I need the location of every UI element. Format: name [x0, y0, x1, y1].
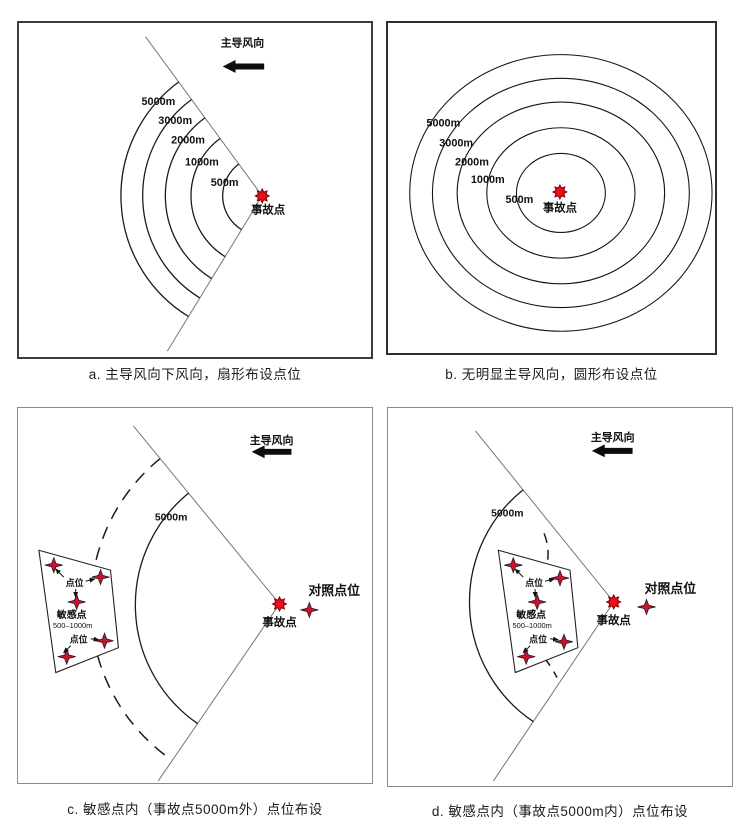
wind-direction-label: 主导风向: [221, 36, 265, 50]
arrow-to-upper-right-star: [85, 577, 96, 583]
point-label-upper: 点位: [525, 577, 543, 588]
caption-panel-b: b. 无明显主导风向，圆形布设点位: [445, 367, 658, 382]
sector-edge-lower: [157, 603, 280, 782]
dashed-segment-upper: [543, 533, 549, 566]
wind-arrow-icon: [251, 445, 292, 459]
control-point-star: [637, 599, 656, 615]
control-point-star: [300, 602, 319, 618]
wind-direction-label: 主导风向: [250, 433, 294, 447]
arc-1000m: [190, 137, 226, 258]
ring-label-500m: 500m: [211, 177, 239, 189]
accident-point-marker: [254, 188, 270, 204]
circle-5000m: [409, 54, 713, 332]
caption-panel-a: a. 主导风向下风向，扇形布设点位: [88, 367, 302, 382]
arc-2000m: [164, 117, 213, 280]
ring-label-500m: 500m: [506, 194, 534, 206]
accident-point-marker: [272, 596, 287, 612]
arc-5000m: [468, 489, 534, 723]
sector-edge-upper: [145, 36, 263, 197]
accident-point-marker: [606, 594, 622, 610]
accident-point-label: 事故点: [543, 201, 578, 215]
accident-point-marker: [552, 184, 568, 200]
panel-c-sensitive-outside-5000m: 5000m 点位 敏感点 500–1000m 点位 主导风向 事故点 对照点位: [17, 407, 373, 784]
caption-panel-d: d. 敏感点内（事故点5000m内）点位布设: [431, 804, 689, 819]
caption-panel-c: c. 敏感点内（事故点5000m外）点位布设: [67, 802, 323, 817]
circle-500m: [515, 152, 606, 233]
arrow-to-upper-left-star: [55, 568, 65, 578]
panel-b-circular-layout: 5000m 3000m 2000m 1000m 500m 事故点: [386, 21, 717, 355]
circle-3000m: [431, 77, 690, 309]
wind-direction-label: 主导风向: [591, 430, 635, 444]
ring-label-2000m: 2000m: [455, 156, 489, 168]
range-label: 500–1000m: [53, 621, 92, 630]
sector-edge-upper: [132, 425, 280, 605]
accident-point-label: 事故点: [251, 203, 286, 217]
arc-5000m: [134, 492, 199, 725]
point-label-upper: 点位: [66, 577, 84, 588]
wind-arrow-icon: [222, 60, 265, 73]
panel-a-sector-layout: 5000m 3000m 2000m 1000m 500m 主导风向 事故点: [17, 21, 373, 359]
control-point-label: 对照点位: [308, 583, 360, 598]
point-label-lower: 点位: [70, 634, 88, 645]
arrow-to-lower-left-star: [522, 645, 531, 654]
ring-label-3000m: 3000m: [439, 138, 473, 150]
ring-label-5000m: 5000m: [142, 96, 176, 108]
sector-edge-lower: [166, 195, 263, 352]
sensitive-point-label: 敏感点: [56, 608, 87, 621]
circle-1000m: [486, 127, 636, 259]
ring-label-1000m: 1000m: [185, 156, 219, 168]
ring-label-5000m: 5000m: [155, 512, 188, 523]
sector-edge-lower: [492, 601, 615, 782]
panel-d-sensitive-inside-5000m: 5000m 点位 敏感点 500–1000m 点位 主导风向 事故点 对照点位: [387, 407, 733, 787]
arrow-to-lower-left-star: [63, 645, 72, 654]
circle-2000m: [456, 101, 666, 285]
ring-label-1000m: 1000m: [471, 174, 505, 186]
ring-label-2000m: 2000m: [171, 135, 205, 147]
accident-point-label: 事故点: [262, 615, 297, 629]
wind-arrow-icon: [591, 444, 633, 458]
arrow-to-upper-left-star: [514, 568, 524, 578]
ring-label-5000m: 5000m: [491, 508, 523, 519]
point-label-lower: 点位: [529, 634, 547, 645]
arc-500m: [222, 163, 242, 231]
arc-3000m: [142, 98, 201, 299]
sensitive-point-label: 敏感点: [515, 608, 546, 621]
arrow-to-upper-right-star: [544, 577, 556, 583]
ring-label-5000m: 5000m: [426, 118, 460, 130]
control-point-label: 对照点位: [645, 581, 697, 596]
sensitive-area-polygon: [38, 549, 120, 674]
sector-edge-upper: [475, 430, 615, 603]
arrow-to-lower-right-star: [90, 636, 100, 642]
ring-label-3000m: 3000m: [158, 115, 192, 127]
arrow-to-lower-right-star: [549, 636, 559, 642]
accident-point-label: 事故点: [597, 613, 632, 627]
range-label: 500–1000m: [513, 621, 552, 630]
arc-5000m: [120, 81, 189, 318]
